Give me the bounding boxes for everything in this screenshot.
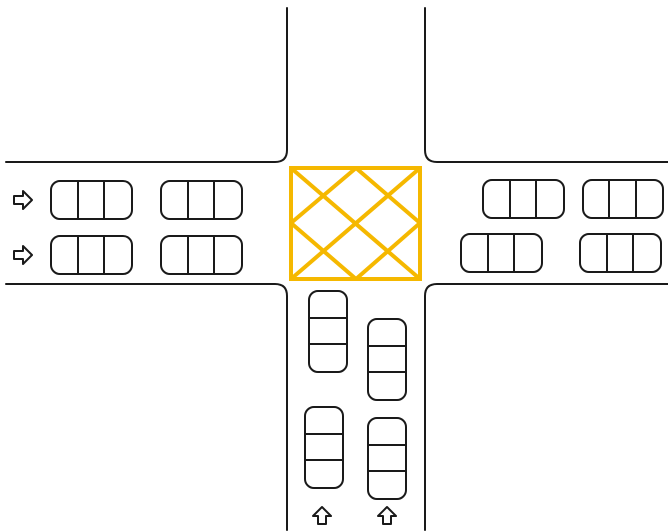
box-junction-hatch	[354, 221, 422, 281]
east-side-cars	[460, 179, 664, 273]
road-edge-south-west	[5, 283, 288, 531]
car	[160, 235, 243, 275]
road-edge-north-east	[424, 7, 668, 163]
south-approach-cars	[304, 290, 407, 500]
right-arrow-icon	[13, 190, 33, 210]
up-arrow-icon	[377, 506, 397, 525]
right-arrow-icon	[13, 245, 33, 265]
car	[367, 318, 407, 401]
car	[304, 406, 344, 489]
box-junction-hatch	[289, 166, 358, 225]
road-edge-south-east	[424, 283, 668, 531]
road-edges	[5, 7, 668, 531]
car	[308, 290, 348, 373]
road-edge-north-west	[5, 7, 288, 163]
direction-arrows	[13, 190, 397, 525]
car	[50, 235, 133, 275]
box-junction-hatch	[289, 221, 358, 281]
car	[482, 179, 565, 219]
west-approach-cars	[50, 180, 243, 275]
box-junction-hatch	[354, 166, 422, 225]
car	[582, 179, 664, 219]
car	[367, 417, 407, 500]
up-arrow-icon	[312, 506, 332, 525]
car	[579, 233, 662, 273]
car	[460, 233, 543, 273]
box-junction-hatch	[289, 166, 422, 281]
yellow-box-junction	[289, 166, 422, 281]
car	[160, 180, 243, 220]
car	[50, 180, 133, 220]
